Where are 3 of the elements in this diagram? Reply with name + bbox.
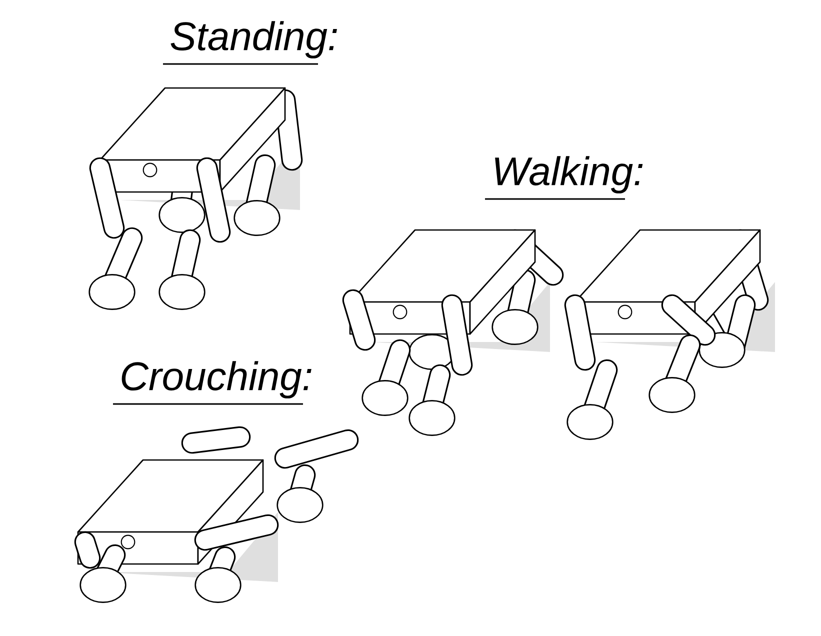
pose-title: Crouching: <box>122 361 312 398</box>
pose-title: Standing: <box>170 21 337 58</box>
pose-title: Walking: <box>495 156 643 194</box>
